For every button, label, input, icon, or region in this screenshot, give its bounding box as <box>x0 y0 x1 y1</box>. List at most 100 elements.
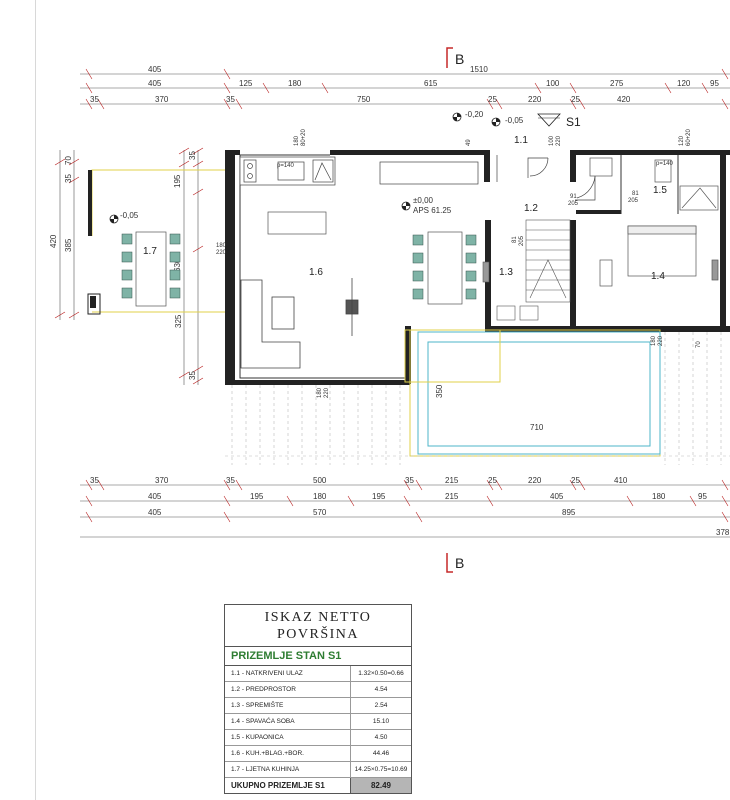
kitchen-counter <box>239 156 479 186</box>
svg-text:180: 180 <box>652 492 666 501</box>
svg-text:B: B <box>455 51 464 67</box>
area-table-total-row: UKUPNO PRIZEMLJE S1 82.49 <box>225 778 411 793</box>
svg-text:615: 615 <box>424 79 438 88</box>
svg-text:220: 220 <box>658 335 664 346</box>
svg-text:325: 325 <box>174 314 183 328</box>
svg-text:750: 750 <box>357 95 371 104</box>
left-dimension-chains <box>54 147 204 385</box>
svg-text:205: 205 <box>519 235 525 246</box>
sill-note-kitchen: p=140 <box>277 163 295 169</box>
room-label-1-4: 1.4 <box>651 271 665 282</box>
row-value: 44.46 <box>372 750 390 757</box>
section-mark-top: B <box>446 47 464 68</box>
svg-text:25: 25 <box>488 476 497 485</box>
left-dimension-labels: 420 385 70 35 35 700 630 325 35 195 <box>49 151 197 380</box>
svg-text:215: 215 <box>445 492 459 501</box>
svg-text:195: 195 <box>250 492 264 501</box>
row-label: 1.2 - PREDPROSTOR <box>225 682 351 697</box>
svg-text:195: 195 <box>173 174 182 188</box>
area-table-title-line1: ISKAZ NETTO <box>264 610 372 625</box>
svg-text:220: 220 <box>528 476 542 485</box>
svg-text:100: 100 <box>549 135 555 146</box>
svg-text:35: 35 <box>90 476 99 485</box>
bathroom-fixtures <box>589 157 719 211</box>
svg-text:120: 120 <box>679 135 685 146</box>
svg-text:205: 205 <box>628 198 639 204</box>
table-row: 1.5 - KUPAONICA 4.50 <box>225 730 411 746</box>
svg-text:95: 95 <box>698 492 707 501</box>
row-label: 1.7 - LJETNA KUHINJA <box>225 762 351 777</box>
svg-text:405: 405 <box>148 65 162 74</box>
svg-text:-0,20: -0,20 <box>465 110 484 119</box>
svg-text:91: 91 <box>570 194 577 200</box>
bottom-dimension-labels: 35 370 35 500 35 215 25 220 25 410 405 1… <box>90 476 730 537</box>
area-table-subtitle: PRIZEMLJE STAN S1 <box>225 647 411 666</box>
room-label-1-2: 1.2 <box>524 203 538 214</box>
svg-text:±0,00: ±0,00 <box>413 196 434 205</box>
svg-text:405: 405 <box>550 492 564 501</box>
room-labels: 1.1 1.2 1.3 1.4 1.5 1.6 1.7 <box>143 135 667 282</box>
bedroom-furniture <box>599 225 719 287</box>
svg-text:405: 405 <box>148 508 162 517</box>
svg-text:81: 81 <box>512 236 518 243</box>
svg-text:-0,05: -0,05 <box>120 211 139 220</box>
top-dimension-labels: 405 1510 405 125 180 615 100 275 120 95 … <box>90 65 719 104</box>
sheet-margin-line <box>35 0 36 800</box>
level-marker-covered-entry: -0,05 <box>491 116 524 127</box>
row-label: 1.3 - SPREMIŠTE <box>225 698 351 713</box>
living-area <box>240 278 359 369</box>
room-label-1-5: 1.5 <box>653 185 667 196</box>
svg-text:180: 180 <box>294 135 300 146</box>
room-label-1-7: 1.7 <box>143 246 157 257</box>
terrace-pattern <box>225 332 730 465</box>
interior-walls <box>239 154 679 379</box>
svg-text:49: 49 <box>466 139 472 146</box>
svg-text:378: 378 <box>716 528 730 537</box>
total-label: UKUPNO PRIZEMLJE S1 <box>225 778 351 793</box>
bottom-dimension-chains <box>80 479 730 538</box>
table-row: 1.4 - SPAVAĆA SOBA 15.10 <box>225 714 411 730</box>
level-marker-main: ±0,00 APS 61.25 <box>401 196 452 215</box>
svg-text:60+20: 60+20 <box>686 128 692 146</box>
svg-text:120: 120 <box>677 79 691 88</box>
row-value: 1.32×0.50=0.66 <box>358 670 404 677</box>
svg-text:25: 25 <box>571 95 580 104</box>
area-summary-table: ISKAZ NETTO POVRŠINA PRIZEMLJE STAN S1 1… <box>224 604 412 794</box>
svg-text:385: 385 <box>64 238 73 252</box>
room-label-1-1: 1.1 <box>514 135 528 146</box>
table-row: 1.6 - KUH.+BLAG.+BOR. 44.46 <box>225 746 411 762</box>
swimming-pool <box>404 329 661 457</box>
pool-width-label: 710 <box>530 423 544 432</box>
pool-depth-label: 350 <box>435 384 444 398</box>
svg-text:125: 125 <box>239 79 253 88</box>
svg-text:S1: S1 <box>566 115 581 129</box>
table-row: 1.1 - NATKRIVENI ULAZ 1.32×0.50=0.66 <box>225 666 411 682</box>
svg-text:410: 410 <box>614 476 628 485</box>
svg-text:500: 500 <box>313 476 327 485</box>
total-value: 82.49 <box>351 778 411 793</box>
svg-text:220: 220 <box>556 135 562 146</box>
svg-text:215: 215 <box>445 476 459 485</box>
floor-plan-drawing: B B 405 1510 405 125 18 <box>49 47 730 573</box>
svg-text:APS 61.25: APS 61.25 <box>413 206 452 215</box>
row-label: 1.4 - SPAVAĆA SOBA <box>225 714 351 729</box>
level-marker-entrance: -0,20 <box>452 110 484 122</box>
svg-text:35: 35 <box>226 95 235 104</box>
svg-text:35: 35 <box>64 174 73 183</box>
svg-text:35: 35 <box>226 476 235 485</box>
svg-text:35: 35 <box>188 151 197 160</box>
dining-area <box>267 211 477 305</box>
section-mark-bottom: B <box>446 553 464 573</box>
svg-text:1510: 1510 <box>470 65 488 74</box>
svg-text:B: B <box>455 555 464 571</box>
level-marker-summer-kitchen: -0,05 <box>109 211 139 224</box>
svg-text:205: 205 <box>568 201 579 207</box>
svg-text:-0,05: -0,05 <box>505 116 524 125</box>
svg-text:570: 570 <box>313 508 327 517</box>
area-table-title: ISKAZ NETTO POVRŠINA <box>225 605 411 647</box>
room-1-7-summer-kitchen <box>87 169 225 315</box>
svg-text:35: 35 <box>188 371 197 380</box>
svg-text:275: 275 <box>610 79 624 88</box>
